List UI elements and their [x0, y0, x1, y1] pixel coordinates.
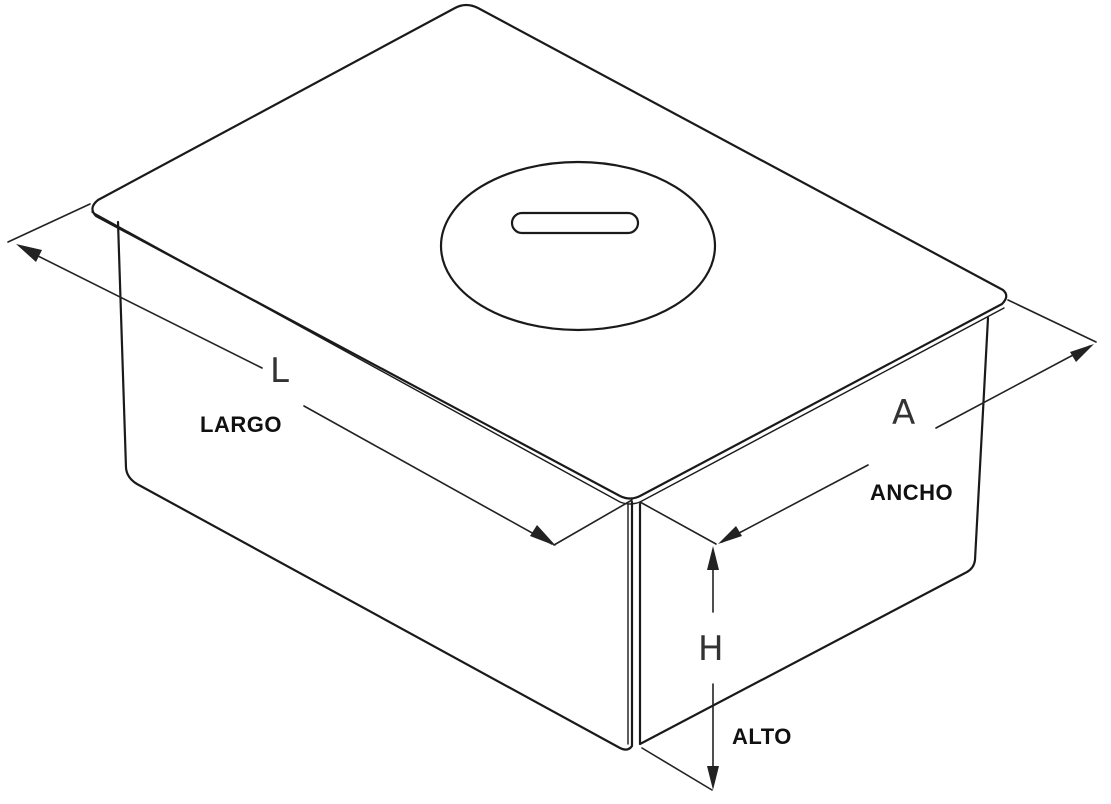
width-dimension — [718, 344, 1094, 544]
box-right-face — [638, 316, 990, 746]
extension-line-left — [7, 203, 91, 243]
height-letter-label: H — [698, 629, 724, 669]
cover-slot — [510, 211, 640, 235]
extension-line-right — [1007, 299, 1097, 343]
extension-line-corner — [639, 501, 717, 545]
box-front-face — [116, 220, 634, 751]
round-cover — [439, 160, 717, 332]
width-word-label: ANCHO — [870, 480, 953, 505]
extension-line-bottom — [641, 747, 713, 791]
length-letter-label: L — [270, 351, 289, 391]
lid-edge — [91, 211, 1005, 505]
height-word-label: ALTO — [732, 724, 792, 749]
length-dimension — [16, 244, 556, 546]
height-dimension — [707, 546, 719, 790]
width-letter-label: A — [892, 393, 915, 433]
length-word-label: LARGO — [200, 412, 282, 437]
extension-line-front — [553, 499, 633, 546]
